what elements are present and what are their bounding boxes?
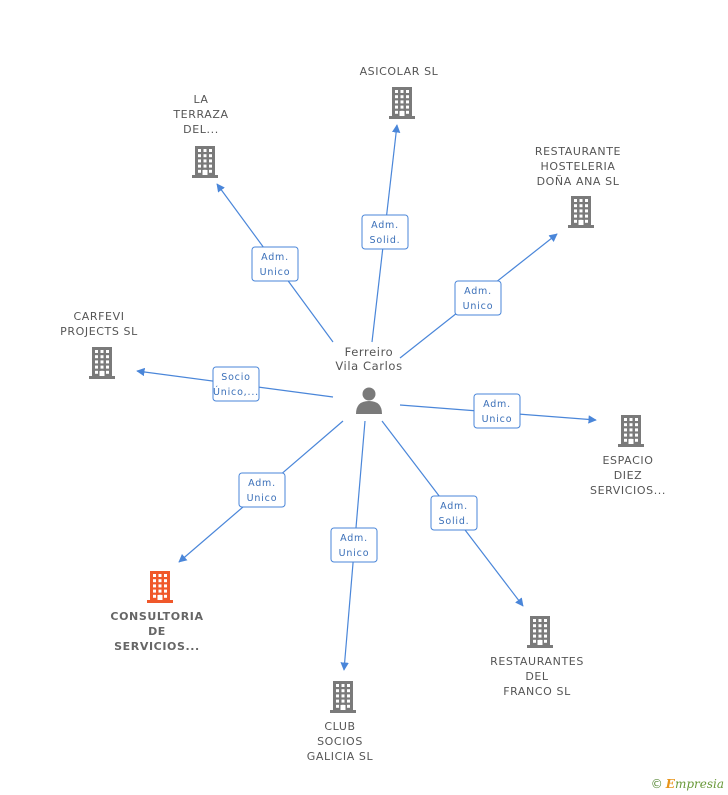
building-icon[interactable] xyxy=(568,196,594,228)
company-name[interactable]: SERVICIOS... xyxy=(590,484,666,497)
role-label: Único,... xyxy=(213,386,259,398)
company-name[interactable]: DEL... xyxy=(183,123,219,136)
edge-restaurante-hosteleria[interactable]: Adm. Unico xyxy=(399,233,558,359)
company-name[interactable]: PROJECTS SL xyxy=(60,325,138,338)
role-label: Solid. xyxy=(370,235,401,246)
company-node-consultoria[interactable]: CONSULTORIA DE SERVICIOS... xyxy=(110,571,203,653)
edge-carfevi[interactable]: SocioÚnico,... xyxy=(136,366,334,402)
company-name[interactable]: LA xyxy=(193,93,208,106)
brand-initial: E xyxy=(665,777,675,791)
role-label: Unico xyxy=(482,414,513,425)
role-label: Unico xyxy=(339,548,370,559)
edge-asicolar[interactable]: Adm. Solid. xyxy=(361,124,409,343)
company-name[interactable]: TERRAZA xyxy=(172,108,228,121)
building-icon[interactable] xyxy=(192,146,218,178)
company-node-carfevi[interactable]: CARFEVI PROJECTS SL xyxy=(60,310,138,379)
role-box[interactable] xyxy=(212,366,260,402)
building-icon[interactable] xyxy=(527,616,553,648)
role-label: Socio xyxy=(221,372,251,383)
company-name[interactable]: DE xyxy=(148,625,166,638)
edge-la-terraza[interactable]: Adm. Unico xyxy=(216,183,334,343)
company-name[interactable]: SERVICIOS... xyxy=(114,640,200,653)
role-label: Adm. xyxy=(371,220,399,231)
edge-restaurantes-franco[interactable]: Adm. Solid. xyxy=(381,420,524,607)
role-label: Adm. xyxy=(261,252,289,263)
role-box[interactable] xyxy=(473,393,521,429)
role-label: Solid. xyxy=(439,516,470,527)
role-box[interactable] xyxy=(330,527,378,563)
company-name[interactable]: SOCIOS xyxy=(317,735,363,748)
person-name[interactable]: Ferreiro xyxy=(345,345,394,359)
person-name[interactable]: Vila Carlos xyxy=(335,359,402,373)
building-icon[interactable] xyxy=(89,347,115,379)
company-name[interactable]: RESTAURANTES xyxy=(490,655,584,668)
company-name[interactable]: CLUB xyxy=(324,720,355,733)
role-box[interactable] xyxy=(251,246,299,282)
company-name[interactable]: CARFEVI xyxy=(73,310,124,323)
footer-brand[interactable]: ©Empresia xyxy=(651,777,724,791)
edge-club-socios[interactable]: Adm. Unico xyxy=(330,420,378,671)
role-label: Unico xyxy=(247,493,278,504)
role-label: Adm. xyxy=(440,501,468,512)
building-icon[interactable] xyxy=(618,415,644,447)
role-label: Unico xyxy=(463,301,494,312)
building-icon[interactable] xyxy=(389,87,415,119)
company-name[interactable]: ASICOLAR SL xyxy=(360,65,439,78)
edge-consultoria[interactable]: Adm. Unico xyxy=(178,420,344,563)
company-name[interactable]: CONSULTORIA xyxy=(110,610,203,623)
company-name[interactable]: RESTAURANTE xyxy=(535,145,621,158)
role-box[interactable] xyxy=(430,495,478,531)
company-name[interactable]: DIEZ xyxy=(614,469,643,482)
company-name[interactable]: GALICIA SL xyxy=(307,750,374,763)
company-node-club-socios[interactable]: CLUB SOCIOS GALICIA SL xyxy=(307,681,374,763)
company-name[interactable]: DOÑA ANA SL xyxy=(537,175,620,188)
building-icon[interactable] xyxy=(147,571,173,603)
brand-name: mpresia xyxy=(674,777,724,791)
company-name[interactable]: FRANCO SL xyxy=(503,685,571,698)
company-node-restaurante-hosteleria[interactable]: RESTAURANTE HOSTELERIA DOÑA ANA SL xyxy=(535,145,621,228)
company-node-espacio-diez[interactable]: ESPACIO DIEZ SERVICIOS... xyxy=(590,415,666,497)
company-node-la-terraza[interactable]: LA TERRAZA DEL... xyxy=(172,93,228,178)
role-label: Adm. xyxy=(464,286,492,297)
company-name[interactable]: HOSTELERIA xyxy=(540,160,615,173)
edge-espacio-diez[interactable]: Adm. Unico xyxy=(399,393,597,429)
copyright-symbol: © xyxy=(650,777,663,791)
company-node-restaurantes-franco[interactable]: RESTAURANTES DEL FRANCO SL xyxy=(490,616,584,698)
role-box[interactable] xyxy=(361,214,409,250)
role-label: Unico xyxy=(260,267,291,278)
company-name[interactable]: DEL xyxy=(525,670,549,683)
role-label: Adm. xyxy=(340,533,368,544)
person-icon[interactable] xyxy=(356,387,382,415)
company-node-asicolar[interactable]: ASICOLAR SL xyxy=(360,65,439,119)
company-name[interactable]: ESPACIO xyxy=(603,454,654,467)
role-box[interactable] xyxy=(454,280,502,316)
role-box[interactable] xyxy=(238,472,286,508)
building-icon[interactable] xyxy=(330,681,356,713)
role-label: Adm. xyxy=(248,478,276,489)
role-label: Adm. xyxy=(483,399,511,410)
